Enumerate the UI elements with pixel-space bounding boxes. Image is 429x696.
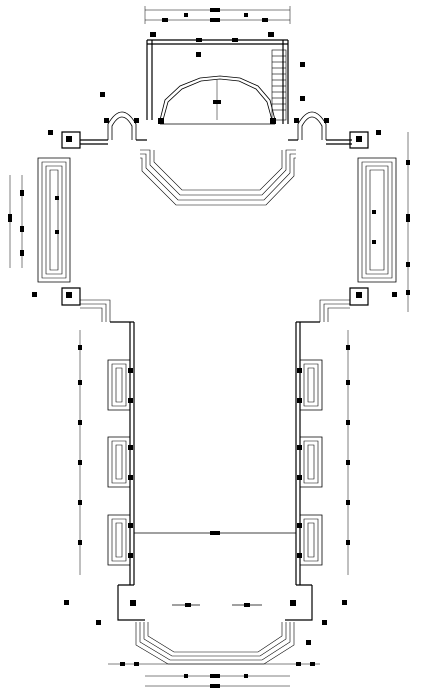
crossing-walls	[80, 139, 352, 145]
bottom-dimension-lines	[108, 662, 320, 688]
nave-right-dimension-chain	[346, 330, 350, 575]
sanctuary-steps	[140, 123, 296, 206]
stair	[271, 49, 287, 121]
right-transept	[349, 131, 397, 306]
apse-walls	[146, 32, 289, 124]
side-markers	[32, 62, 397, 645]
right-arched-niche	[294, 111, 329, 140]
left-transept	[37, 131, 81, 306]
nave-walls	[110, 321, 320, 585]
left-dimension-lines	[8, 175, 24, 268]
nave-left-chapels	[107, 359, 133, 566]
apse-dome-outline	[158, 75, 276, 124]
entrance-narthex	[117, 584, 313, 621]
right-dimension-lines	[406, 132, 410, 312]
nave-right-chapels	[297, 359, 323, 566]
entrance-steps	[135, 622, 295, 665]
nave-left-dimension-chain	[78, 330, 82, 575]
left-arched-niche	[104, 111, 139, 140]
transept-entry-steps	[80, 299, 350, 322]
top-dimension-lines	[144, 6, 291, 24]
